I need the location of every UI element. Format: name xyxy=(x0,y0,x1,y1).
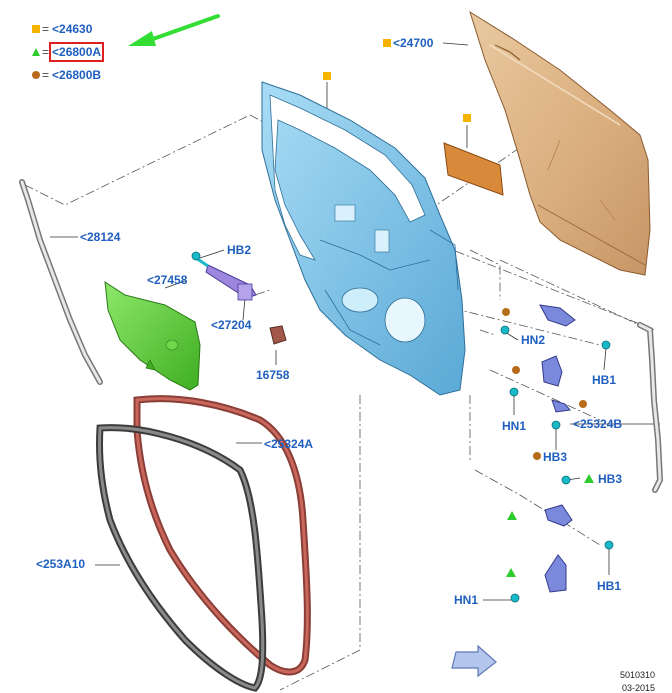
legend-label: <26800B xyxy=(52,68,102,82)
callout-28124: <28124 xyxy=(80,230,121,244)
legend-equals: = xyxy=(42,45,50,59)
callout-253a10: <253A10 xyxy=(36,557,86,571)
callout-leaders xyxy=(50,42,660,601)
callout-hb3-right: HB3 xyxy=(598,472,623,486)
upper-hinge xyxy=(539,304,576,413)
circle-marker-icon xyxy=(32,70,40,79)
check-strap xyxy=(195,256,257,301)
inner-door-frame xyxy=(261,81,466,396)
callout-hb3-mid: HB3 xyxy=(543,450,568,464)
callout-27204: <27204 xyxy=(211,318,252,332)
reference-code: 5010310 xyxy=(620,670,656,680)
callout-25324b: <25324B xyxy=(573,417,623,431)
callout-hb1-top: HB1 xyxy=(592,373,617,387)
nut-markers xyxy=(502,308,587,460)
water-shield xyxy=(104,281,201,391)
front-direction-arrow-icon xyxy=(451,644,497,678)
callout-27458: <27458 xyxy=(147,273,188,287)
legend-label: <24630 xyxy=(52,22,93,36)
legend-row-circle: =<26800B xyxy=(32,68,101,82)
insulator-pad xyxy=(443,142,504,196)
callout-hb2: HB2 xyxy=(227,243,252,257)
callout-24700: <24700 xyxy=(393,36,434,50)
triangle-marker-icon xyxy=(32,47,40,56)
reference-date: 03-2015 xyxy=(622,683,656,693)
glass-run-channel xyxy=(19,179,103,385)
bolts xyxy=(191,251,614,603)
door-seal-253a10 xyxy=(96,424,267,692)
green-arrow-icon xyxy=(128,14,220,46)
square-marker-icon xyxy=(32,24,40,33)
clip-markers xyxy=(506,474,594,577)
callout-hb1-bottom: HB1 xyxy=(597,579,622,593)
outer-door-panel xyxy=(469,10,651,276)
fastener-markers xyxy=(323,39,471,122)
legend-equals: = xyxy=(42,22,50,36)
bracket-16758 xyxy=(269,325,287,345)
legend-label-highlighted: <26800A xyxy=(49,42,105,62)
callout-hn2: HN2 xyxy=(521,333,546,347)
callout-25324a: <25324A xyxy=(264,437,314,451)
callout-hn1-top: HN1 xyxy=(502,419,527,433)
legend-row-square: =<24630 xyxy=(32,22,92,36)
lower-hinge xyxy=(544,504,573,593)
legend-row-triangle: =<26800A xyxy=(32,42,105,62)
callout-hn1-bottom: HN1 xyxy=(454,593,479,607)
legend-equals: = xyxy=(42,68,50,82)
callout-16758: 16758 xyxy=(256,368,290,382)
